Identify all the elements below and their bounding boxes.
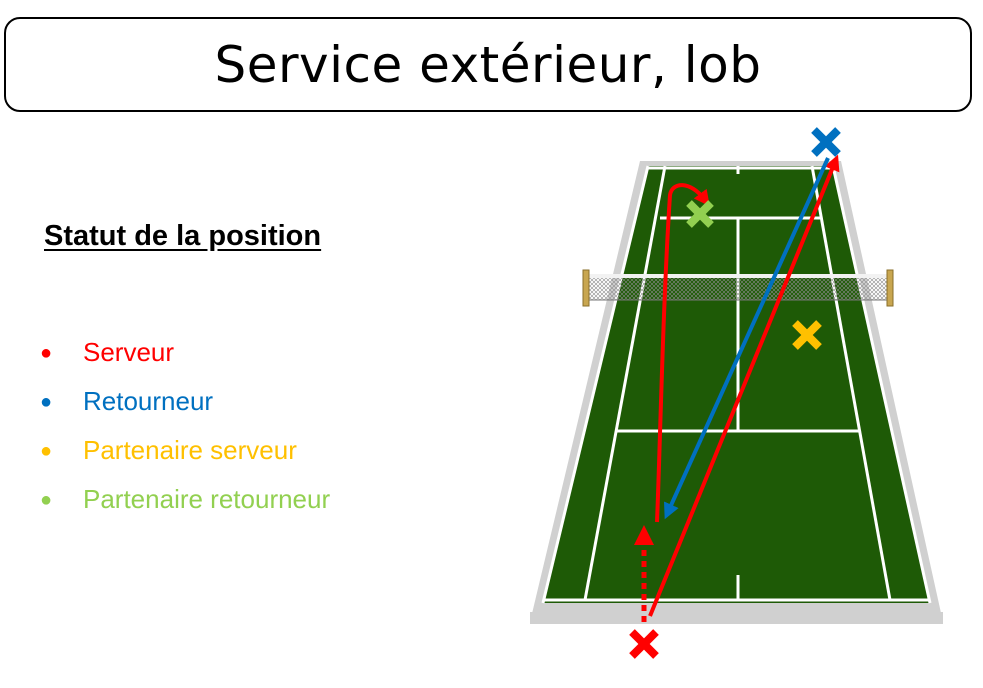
page-title: Service extérieur, lob — [214, 35, 762, 94]
sideline-singles-left — [583, 165, 667, 601]
net-post-left — [582, 269, 590, 307]
legend: ● Serveur ● Retourneur ● Partenaire serv… — [40, 328, 330, 524]
status-heading: Statut de la position — [44, 220, 322, 252]
legend-label: Partenaire retourneur — [83, 484, 331, 514]
server-serve-arrow — [648, 154, 840, 617]
bullet-icon: ● — [40, 439, 53, 462]
title-box: Service extérieur, lob — [4, 17, 972, 112]
court-base-edge — [530, 612, 943, 624]
net-post-right — [886, 269, 894, 307]
tennis-court-diagram — [530, 127, 943, 659]
x-marker-icon-partenaire-serveur — [792, 320, 822, 350]
x-marker-icon-serveur — [629, 629, 659, 659]
x-marker-icon-retourneur — [811, 127, 841, 157]
legend-item-partenaire-retourneur: ● Partenaire retourneur — [40, 475, 330, 524]
court-lines — [541, 165, 932, 604]
bullet-icon: ● — [40, 390, 53, 413]
legend-item-serveur: ● Serveur — [40, 328, 330, 377]
net — [582, 269, 894, 307]
legend-item-retourneur: ● Retourneur — [40, 377, 330, 426]
net-tape — [588, 274, 890, 278]
legend-label: Retourneur — [83, 386, 214, 416]
legend-label: Partenaire serveur — [83, 435, 297, 465]
lob-arrow — [655, 183, 710, 523]
x-marker-icon-partenaire-retourneur — [686, 200, 714, 228]
net-mesh — [587, 275, 891, 301]
legend-item-partenaire-serveur: ● Partenaire serveur — [40, 426, 330, 475]
sideline-singles-right — [810, 165, 892, 601]
legend-label: Serveur — [83, 337, 175, 367]
bullet-icon: ● — [40, 341, 53, 364]
bullet-icon: ● — [40, 488, 53, 511]
sideline-doubles-right — [831, 165, 932, 604]
return-arrow — [664, 157, 830, 520]
sideline-doubles-left — [541, 165, 650, 604]
